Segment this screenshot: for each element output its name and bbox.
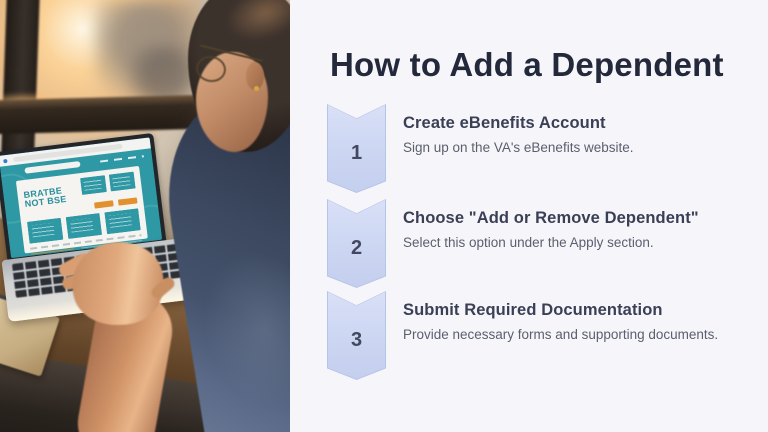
person-ear [246, 62, 264, 90]
step-number: 1 [350, 142, 363, 164]
site-teal-tile [108, 171, 136, 192]
page-title: How to Add a Dependent [330, 46, 724, 83]
site-teal-card [104, 208, 141, 235]
site-nav-links [100, 155, 144, 163]
step-chevron-fill: 1 [328, 105, 385, 192]
earring [254, 86, 259, 91]
step-chevron-fill: 2 [328, 200, 385, 287]
site-content-card: BRATBE NOT BSE [15, 165, 148, 259]
site-orange-button [117, 197, 138, 206]
step-chevron: 1 [327, 104, 386, 193]
step-number: 3 [350, 329, 363, 351]
step-title: Choose "Add or Remove Dependent" [403, 209, 699, 227]
site-orange-button [94, 200, 114, 209]
site-search-bar [24, 161, 81, 174]
site-teal-tile [80, 175, 107, 196]
step-title: Submit Required Documentation [403, 301, 663, 319]
browser-favicon [3, 158, 8, 163]
step-description: Provide necessary forms and supporting d… [403, 327, 719, 342]
step-description: Select this option under the Apply secti… [403, 235, 654, 250]
step-chevron: 2 [327, 199, 386, 288]
step-title: Create eBenefits Account [403, 114, 606, 132]
site-teal-card [26, 217, 64, 244]
step-number: 2 [350, 237, 363, 259]
site-body: BRATBE NOT BSE [0, 148, 163, 259]
laptop-screen-heading: BRATBE NOT BSE [23, 185, 68, 209]
photo-person-at-laptop: BRATBE NOT BSE [0, 0, 290, 432]
site-teal-card [65, 213, 103, 240]
content-panel: How to Add a Dependent 1 Create eBenefit… [290, 0, 768, 432]
step-chevron: 3 [327, 291, 386, 380]
laptop-website: BRATBE NOT BSE [0, 137, 163, 259]
step-description: Sign up on the VA's eBenefits website. [403, 140, 634, 155]
step-chevron-fill: 3 [328, 292, 385, 379]
